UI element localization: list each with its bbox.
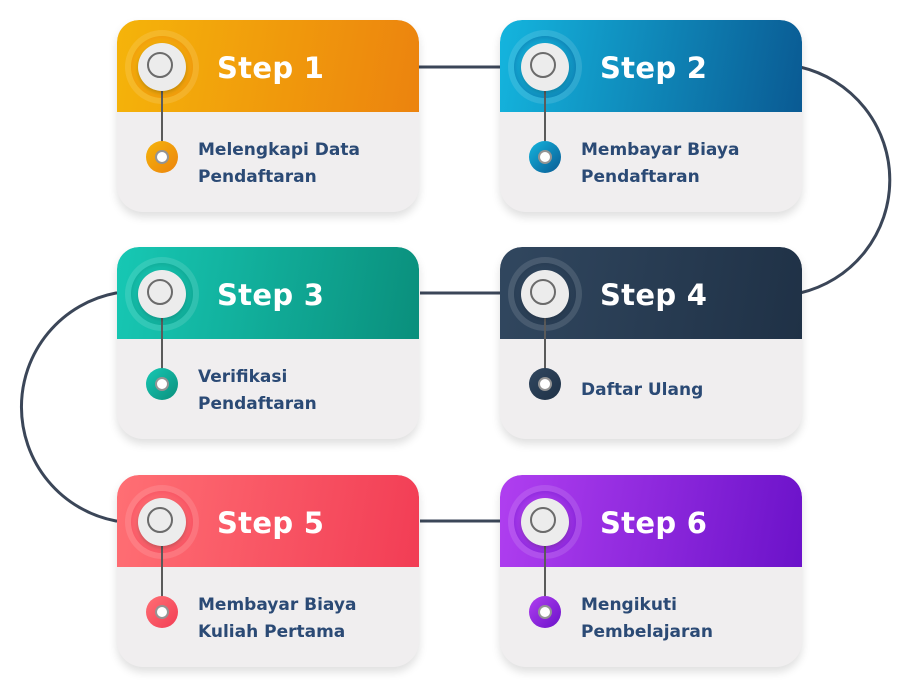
ring-dot-icon bbox=[529, 141, 561, 173]
timeline-stem bbox=[161, 546, 163, 599]
step-description: Membayar Biaya Pendaftaran bbox=[581, 137, 791, 191]
step-description-line: Kuliah Pertama bbox=[198, 622, 346, 642]
step-card-5: Step 5 Membayar Biaya Kuliah Pertama bbox=[117, 475, 419, 667]
circle-node-icon bbox=[138, 43, 186, 91]
step-description-line: Pembelajaran bbox=[581, 622, 713, 642]
step-title: Step 3 bbox=[217, 278, 325, 312]
step-card-6: Step 6 Mengikuti Pembelajaran bbox=[500, 475, 802, 667]
step-title: Step 1 bbox=[217, 51, 325, 85]
step-description-line: Verifikasi bbox=[198, 367, 288, 387]
ring-dot-icon bbox=[529, 368, 561, 400]
circle-node-icon bbox=[138, 270, 186, 318]
circle-node-icon bbox=[521, 43, 569, 91]
step-description-line: Pendaftaran bbox=[198, 167, 317, 187]
timeline-stem bbox=[161, 318, 163, 371]
step-description: Melengkapi Data Pendaftaran bbox=[198, 137, 408, 191]
step-description-line: Daftar Ulang bbox=[581, 380, 704, 400]
step-card-4: Step 4 Daftar Ulang bbox=[500, 247, 802, 439]
step-description-line: Membayar Biaya bbox=[581, 140, 740, 160]
step-card-2: Step 2 Membayar Biaya Pendaftaran bbox=[500, 20, 802, 212]
circle-node-icon bbox=[521, 498, 569, 546]
step-description-line: Pendaftaran bbox=[198, 394, 317, 414]
step-card-3: Step 3 Verifikasi Pendaftaran bbox=[117, 247, 419, 439]
timeline-stem bbox=[544, 546, 546, 599]
step-description-line: Pendaftaran bbox=[581, 167, 700, 187]
step-title: Step 5 bbox=[217, 506, 325, 540]
step-description: Mengikuti Pembelajaran bbox=[581, 592, 791, 646]
timeline-stem bbox=[161, 91, 163, 144]
timeline-stem bbox=[544, 318, 546, 371]
step-title: Step 4 bbox=[600, 278, 708, 312]
ring-dot-icon bbox=[146, 141, 178, 173]
step-description: Membayar Biaya Kuliah Pertama bbox=[198, 592, 408, 646]
timeline-stem bbox=[544, 91, 546, 144]
circle-node-icon bbox=[521, 270, 569, 318]
step-description: Verifikasi Pendaftaran bbox=[198, 364, 408, 418]
step-description-line: Membayar Biaya bbox=[198, 595, 357, 615]
step-card-1: Step 1 Melengkapi Data Pendaftaran bbox=[117, 20, 419, 212]
step-title: Step 2 bbox=[600, 51, 708, 85]
step-description-line: Mengikuti bbox=[581, 595, 677, 615]
step-description-line: Melengkapi Data bbox=[198, 140, 360, 160]
ring-dot-icon bbox=[146, 368, 178, 400]
step-description: Daftar Ulang bbox=[581, 377, 791, 404]
ring-dot-icon bbox=[146, 596, 178, 628]
step-title: Step 6 bbox=[600, 506, 708, 540]
ring-dot-icon bbox=[529, 596, 561, 628]
circle-node-icon bbox=[138, 498, 186, 546]
